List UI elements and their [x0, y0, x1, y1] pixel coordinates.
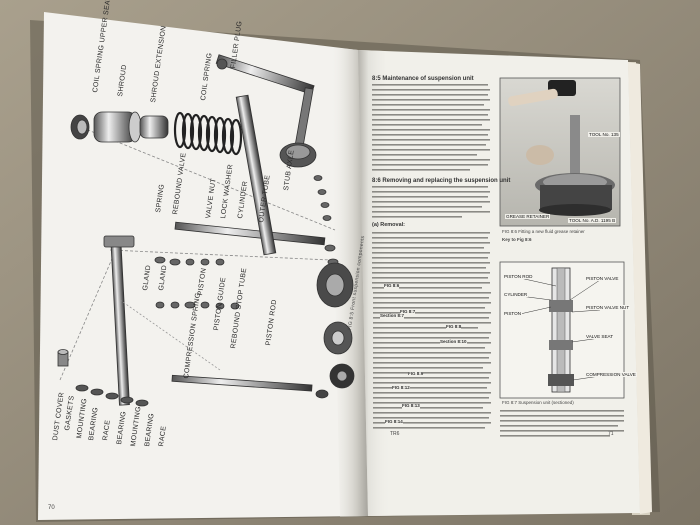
photo-label: TOOL No. A.D. 1195 B: [568, 218, 617, 223]
footer-left: TR6: [390, 431, 400, 437]
diagram-label: CYLINDER: [503, 292, 529, 297]
right-page-body-text: [372, 84, 624, 437]
diagram-label: PISTON VALVE: [585, 276, 620, 281]
fig-ref: FIG 8:9: [408, 371, 424, 377]
page-number-left: 70: [48, 505, 55, 511]
figure-caption: FIG 8:6 Fitting a new fluid grease retai…: [502, 229, 585, 234]
fig-8-7-diagram: [499, 261, 625, 399]
diagram-label: PISTON VALVE NUT: [585, 305, 631, 310]
diagram-label: COMPRESSION VALVE: [585, 372, 637, 377]
figure-caption: FIG 8:7 Suspension unit (sectioned): [502, 400, 574, 405]
page-number-right: 71: [608, 431, 614, 437]
fig-ref: FIG 8:12: [392, 385, 410, 391]
section-ref: Section 8:7: [380, 313, 405, 319]
photo-label: TOOL No. 135: [588, 132, 620, 137]
subheading: (a) Removal:: [372, 222, 406, 228]
fig-8-6-photo: [499, 77, 621, 227]
diagram-label: PISTON: [503, 311, 523, 316]
section-heading: 8:6 Removing and replacing the suspensio…: [372, 178, 511, 184]
exploded-diagram: [57, 54, 355, 407]
fig-ref: FIG 8:13: [402, 403, 420, 409]
fig-ref: FIG 8:14: [385, 419, 403, 425]
section-ref: Section 8:10: [440, 339, 467, 345]
fig-ref: FIG 8:6: [384, 283, 400, 289]
fig-ref: FIG 8:7: [400, 309, 416, 315]
photo-label: GREASE RETAINER: [505, 214, 551, 219]
section-heading: 8:5 Maintenance of suspension unit: [372, 76, 474, 82]
diagram-label: VALVE SEAT: [585, 334, 615, 339]
figure-key: Key to Fig 8:6: [502, 237, 532, 242]
fig-ref: FIG 8:8: [446, 324, 462, 330]
diagram-label: PISTON ROD: [503, 274, 534, 279]
